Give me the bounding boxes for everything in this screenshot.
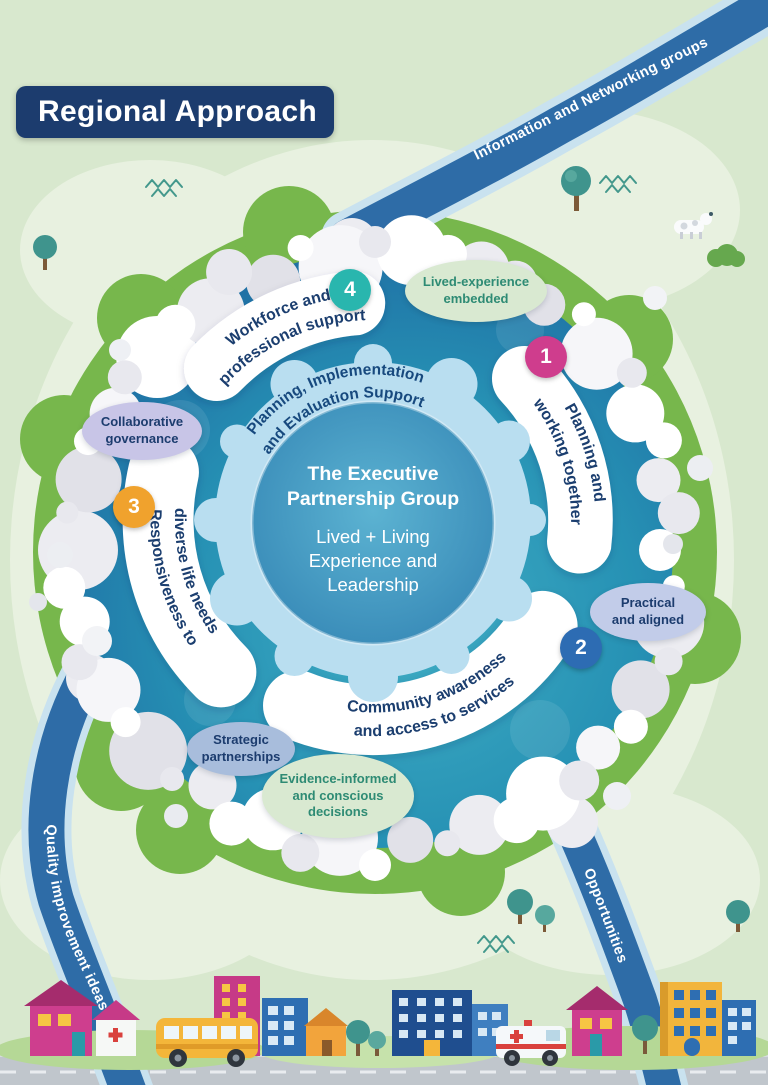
school-bus bbox=[156, 1018, 258, 1067]
scattered-dots bbox=[29, 286, 713, 828]
tree bbox=[561, 166, 591, 211]
bubble-strategic-partnerships: Strategic partnerships bbox=[187, 722, 295, 776]
marker-4: 4 bbox=[329, 269, 371, 311]
title-banner: Regional Approach bbox=[16, 86, 334, 138]
office-building bbox=[392, 990, 508, 1056]
tree bbox=[632, 1015, 658, 1054]
bubble-collaborative-governance: Collaborative governance bbox=[82, 402, 202, 460]
tree bbox=[33, 235, 57, 270]
bird-squiggles bbox=[145, 175, 637, 953]
river-ribbon-top bbox=[329, 0, 768, 257]
bush bbox=[707, 244, 745, 267]
yellow-building bbox=[660, 982, 722, 1056]
marker-1: 1 bbox=[525, 336, 567, 378]
core-circle bbox=[250, 400, 496, 646]
center-text: The Executive Partnership Group Lived + … bbox=[258, 462, 488, 597]
bubble-practical-aligned: Practical and aligned bbox=[590, 583, 706, 641]
cow bbox=[674, 212, 713, 239]
tree bbox=[346, 1020, 386, 1056]
tree bbox=[726, 900, 750, 932]
pink-house-left bbox=[24, 980, 98, 1056]
decorations bbox=[33, 166, 750, 953]
cityscape bbox=[0, 976, 768, 1070]
center-title: The Executive Partnership Group bbox=[286, 463, 460, 511]
tree bbox=[535, 905, 555, 932]
petal-2 bbox=[263, 590, 578, 756]
petal-3 bbox=[122, 436, 257, 708]
page-title: Regional Approach bbox=[38, 95, 318, 128]
orange-house bbox=[304, 1008, 348, 1056]
marker-2: 2 bbox=[560, 627, 602, 669]
blue-tower bbox=[722, 1000, 756, 1056]
petal-1 bbox=[491, 345, 613, 574]
blue-apartment bbox=[262, 998, 308, 1056]
center-subtitle: Lived + Living Experience and Leadership bbox=[308, 525, 438, 595]
marker-3: 3 bbox=[113, 486, 155, 528]
petals bbox=[122, 271, 613, 756]
bubble-lived-experience: Lived-experience embedded bbox=[405, 260, 547, 322]
clinic-house bbox=[92, 1000, 140, 1056]
pink-house-right bbox=[566, 986, 628, 1056]
bubble-evidence-informed: Evidence-informed and conscious decision… bbox=[262, 754, 414, 838]
ambulance bbox=[496, 1020, 566, 1066]
tree bbox=[507, 889, 533, 924]
